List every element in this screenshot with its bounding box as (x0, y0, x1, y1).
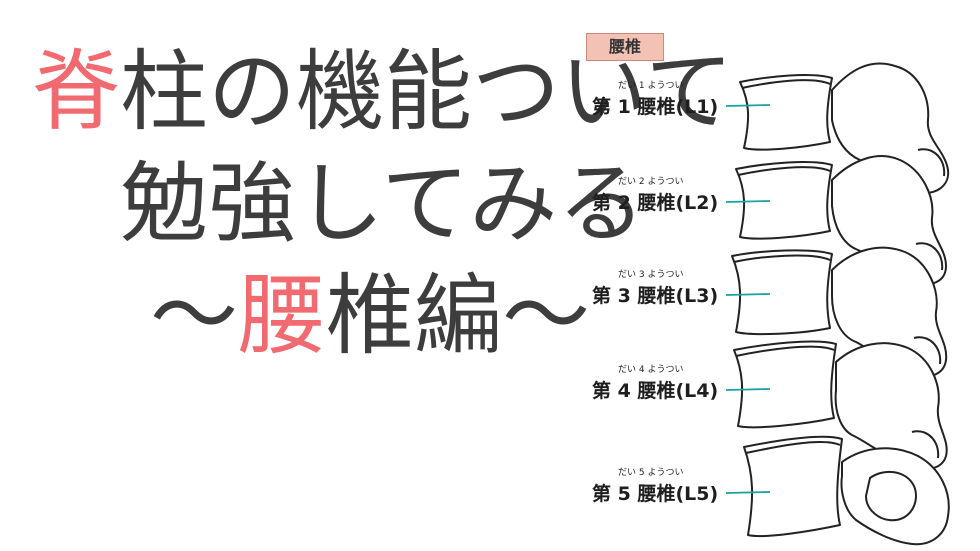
title-line-2: 勉強してみる (120, 160, 645, 248)
vertebra-ruby-l5: だい 5 ようつい (618, 467, 683, 478)
vertebra-label-l1: 第 1 腰椎(L1) (592, 95, 718, 118)
title-line-1: 脊柱の機能ついて (32, 48, 733, 136)
leader-lines (725, 104, 771, 494)
end-plate-l1 (741, 79, 831, 89)
lumbar-tag: 腰椎 (586, 33, 664, 61)
leader-line-l3 (725, 293, 771, 296)
posterior-element-l2 (831, 155, 947, 286)
title-line-3-accent: 腰 (238, 264, 327, 367)
end-plate-l4 (735, 345, 835, 357)
process-edge-l1 (917, 148, 946, 177)
title-line-3-rest: 椎編〜 (326, 264, 591, 367)
title-line-2-text: 勉強してみる (120, 152, 646, 255)
vertebral-body-l4 (733, 340, 837, 429)
vertebral-body-l5 (743, 435, 843, 538)
process-edge-l4 (911, 430, 940, 459)
posterior-element-l3 (831, 246, 948, 378)
vertebra-label-l3: 第 3 腰椎(L3) (592, 284, 718, 307)
sacral-facet (865, 470, 917, 522)
vertebra-label-l5: 第 5 腰椎(L5) (592, 482, 718, 505)
end-plate-l5 (745, 441, 841, 454)
title-line-3: 〜腰椎編〜 (150, 272, 590, 360)
end-plate-l2 (737, 166, 831, 176)
vertebra-label-l2: 第 2 腰椎(L2) (592, 191, 718, 214)
leader-line-l2 (725, 200, 771, 203)
vertebra-label-l4: 第 4 腰椎(L4) (592, 379, 718, 402)
vertebral-body-l1 (739, 74, 833, 151)
process-edge-l2 (915, 242, 944, 271)
title-line-3-prefix: 〜 (150, 264, 239, 367)
vertebra-ruby-l2: だい 2 ようつい (618, 176, 683, 187)
end-plate-l3 (733, 254, 831, 263)
leader-line-l4 (725, 388, 771, 391)
leader-line-l1 (725, 104, 771, 107)
leader-line-l5 (725, 491, 771, 494)
vertebra-ruby-l1: だい 1 ようつい (618, 80, 683, 91)
vertebra-bones (731, 62, 950, 546)
process-edge-l3 (913, 336, 942, 365)
posterior-element-l4 (834, 342, 948, 471)
vertebra-ruby-l3: だい 3 ようつい (618, 269, 683, 280)
vertebral-body-l3 (731, 249, 833, 336)
vertebra-ruby-l4: だい 4 ようつい (618, 364, 683, 375)
title-line-1-text: 柱の機能ついて (120, 40, 734, 143)
title-accent-char: 脊 (32, 40, 121, 143)
vertebral-body-l2 (735, 161, 833, 240)
